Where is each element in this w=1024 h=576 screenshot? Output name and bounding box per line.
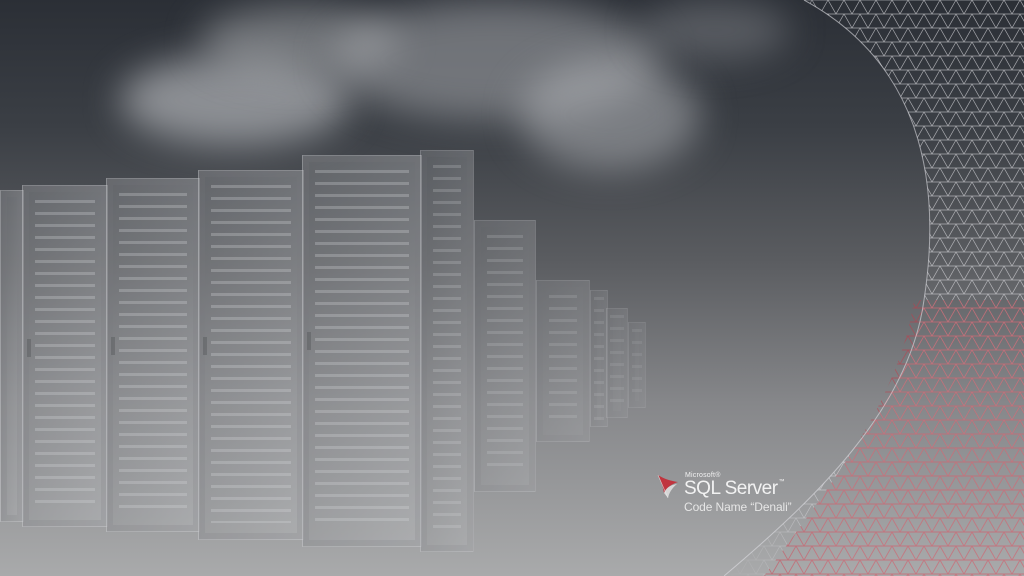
server-rack: [198, 170, 304, 540]
cloud: [520, 60, 700, 170]
server-rack: [536, 280, 590, 442]
server-rack: [590, 290, 608, 427]
server-rack: [420, 150, 474, 552]
server-rack: [302, 155, 422, 547]
server-rack: [628, 322, 646, 408]
code-name: Code Name “Denali”: [684, 500, 792, 514]
mesh-graphic: [724, 0, 1024, 576]
cloud: [120, 55, 350, 145]
product-label: SQL Server: [684, 478, 778, 499]
logo-text: Microsoft® SQL Server™ Code Name “Denali…: [684, 472, 792, 513]
server-rack: [606, 308, 628, 418]
vendor-name: Microsoft®: [685, 472, 721, 479]
sql-server-logo: Microsoft® SQL Server™ Code Name “Denali…: [655, 472, 792, 513]
product-name: SQL Server™: [684, 479, 792, 498]
server-rack: [106, 178, 200, 532]
server-rack: [0, 190, 24, 522]
server-rack: [22, 185, 108, 527]
trademark-symbol: ™: [778, 479, 785, 485]
sql-server-logo-icon: [657, 474, 678, 499]
server-rack: [474, 220, 536, 492]
cloud: [640, 0, 790, 60]
